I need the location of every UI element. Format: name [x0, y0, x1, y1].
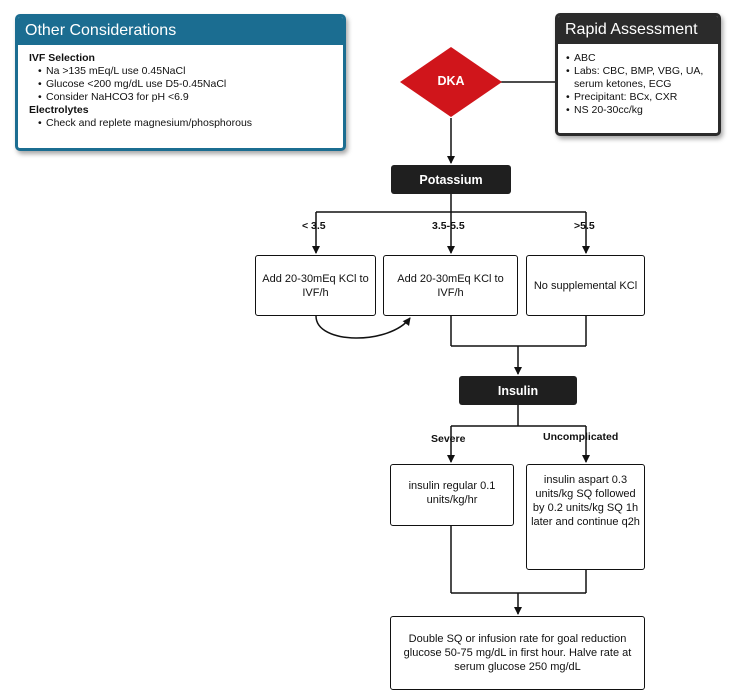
- k-low-label: < 3.5: [302, 220, 326, 232]
- list-item: Glucose <200 mg/dL use D5-0.45NaCl: [38, 78, 343, 91]
- k-high-action-box: No supplemental KCl: [526, 255, 645, 316]
- k-mid-label: 3.5-5.5: [432, 220, 465, 232]
- list-item: ABC: [566, 52, 718, 65]
- k-high-action-text: No supplemental KCl: [533, 279, 638, 292]
- list-item: Check and replete magnesium/phosphorous: [38, 117, 343, 130]
- rapid-assessment-title: Rapid Assessment: [558, 16, 718, 44]
- k-high-label: >5.5: [574, 220, 595, 232]
- dka-label: DKA: [437, 74, 465, 88]
- dka-diamond: [400, 47, 502, 117]
- ivf-selection-heading: IVF Selection: [29, 52, 95, 64]
- severe-label: Severe: [431, 433, 466, 445]
- k-low-action-text: Add 20-30mEq KCl to IVF/h: [262, 272, 369, 299]
- list-item: Na >135 mEq/L use 0.45NaCl: [38, 65, 343, 78]
- uncomplicated-label: Uncomplicated: [543, 431, 619, 443]
- final-instruction-text: Double SQ or infusion rate for goal redu…: [403, 633, 632, 673]
- list-item: Consider NaHCO3 for pH <6.9: [38, 91, 343, 104]
- other-considerations-title: Other Considerations: [18, 17, 343, 45]
- k-low-to-mid-curve: [315, 315, 411, 339]
- severe-action-text: insulin regular 0.1 units/kg/hr: [408, 480, 496, 506]
- other-considerations-card: Other Considerations IVF Selection Na >1…: [15, 14, 346, 151]
- rapid-assessment-card: Rapid Assessment ABC Labs: CBC, BMP, VBG…: [555, 13, 721, 136]
- k-mid-action-box: Add 20-30mEq KCl to IVF/h: [383, 255, 518, 316]
- uncomplicated-action-box: insulin aspart 0.3 units/kg SQ followed …: [526, 464, 645, 570]
- list-item: Precipitant: BCx, CXR: [566, 91, 718, 104]
- k-low-action-box: Add 20-30mEq KCl to IVF/h: [255, 255, 376, 316]
- k-mid-action-text: Add 20-30mEq KCl to IVF/h: [397, 272, 504, 299]
- severe-action-box: insulin regular 0.1 units/kg/hr: [390, 464, 514, 526]
- uncomplicated-action-text: insulin aspart 0.3 units/kg SQ followed …: [531, 474, 640, 528]
- potassium-node: Potassium: [391, 165, 511, 194]
- final-instruction-box: Double SQ or infusion rate for goal redu…: [390, 616, 645, 690]
- list-item: Labs: CBC, BMP, VBG, UA, serum ketones, …: [566, 65, 718, 91]
- list-item: NS 20-30cc/kg: [566, 104, 718, 117]
- insulin-node: Insulin: [459, 376, 577, 405]
- electrolytes-heading: Electrolytes: [29, 104, 89, 116]
